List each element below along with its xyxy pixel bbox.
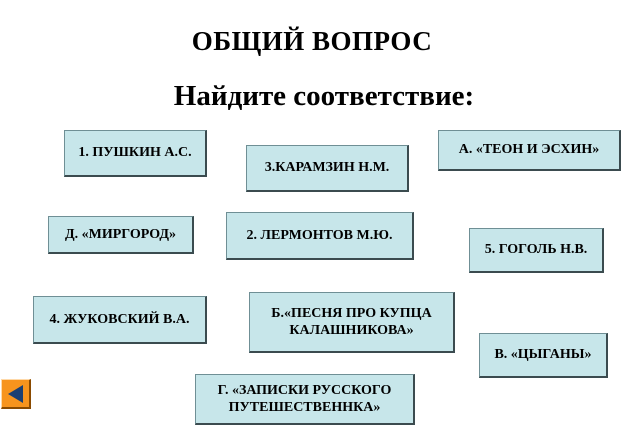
work-card-tsygany[interactable]: В. «ЦЫГАНЫ»: [479, 333, 608, 378]
card-label: А. «ТЕОН И ЭСХИН»: [458, 142, 600, 158]
author-card-karamzin[interactable]: 3.КАРАМЗИН Н.М.: [246, 145, 409, 192]
card-label: 1. ПУШКИН А.С.: [78, 145, 192, 161]
work-card-zapiski[interactable]: Г. «ЗАПИСКИ РУССКОГО ПУТЕШЕСТВЕННКА»: [195, 374, 415, 425]
card-label-line: ПУТЕШЕСТВЕННКА»: [228, 400, 381, 415]
page-title: ОБЩИЙ ВОПРОС: [191, 26, 433, 56]
author-card-pushkin[interactable]: 1. ПУШКИН А.С.: [64, 130, 207, 177]
card-label-line: КАЛАШНИКОВА»: [289, 323, 414, 338]
card-label: 2. ЛЕРМОНТОВ М.Ю.: [246, 227, 393, 243]
card-label: Б.«ПЕСНЯ ПРО КУПЦА КАЛАШНИКОВА»: [271, 305, 431, 340]
card-label: 3.КАРАМЗИН Н.М.: [264, 160, 390, 176]
work-card-pesnya-pro-kuptsa[interactable]: Б.«ПЕСНЯ ПРО КУПЦА КАЛАШНИКОВА»: [249, 292, 455, 353]
card-label-line: Б.«ПЕСНЯ ПРО КУПЦА: [271, 305, 432, 321]
back-button[interactable]: [1, 379, 31, 409]
card-label: Г. «ЗАПИСКИ РУССКОГО ПУТЕШЕСТВЕННКА»: [218, 382, 392, 417]
card-label: 4. ЖУКОВСКИЙ В.А.: [49, 311, 190, 327]
work-card-teon-i-eskhin[interactable]: А. «ТЕОН И ЭСХИН»: [438, 130, 621, 171]
card-label: Д. «МИРГОРОД»: [64, 226, 177, 242]
card-label-line: Г. «ЗАПИСКИ РУССКОГО: [217, 382, 392, 398]
author-card-gogol[interactable]: 5. ГОГОЛЬ Н.В.: [469, 228, 604, 273]
triangle-left-icon: [8, 385, 23, 403]
card-label: В. «ЦЫГАНЫ»: [494, 347, 592, 363]
author-card-lermontov[interactable]: 2. ЛЕРМОНТОВ М.Ю.: [226, 212, 414, 260]
work-card-mirgorod[interactable]: Д. «МИРГОРОД»: [48, 216, 194, 254]
page-subtitle: Найдите соответствие:: [173, 80, 475, 112]
card-label: 5. ГОГОЛЬ Н.В.: [484, 242, 588, 258]
author-card-zhukovsky[interactable]: 4. ЖУКОВСКИЙ В.А.: [33, 296, 207, 344]
